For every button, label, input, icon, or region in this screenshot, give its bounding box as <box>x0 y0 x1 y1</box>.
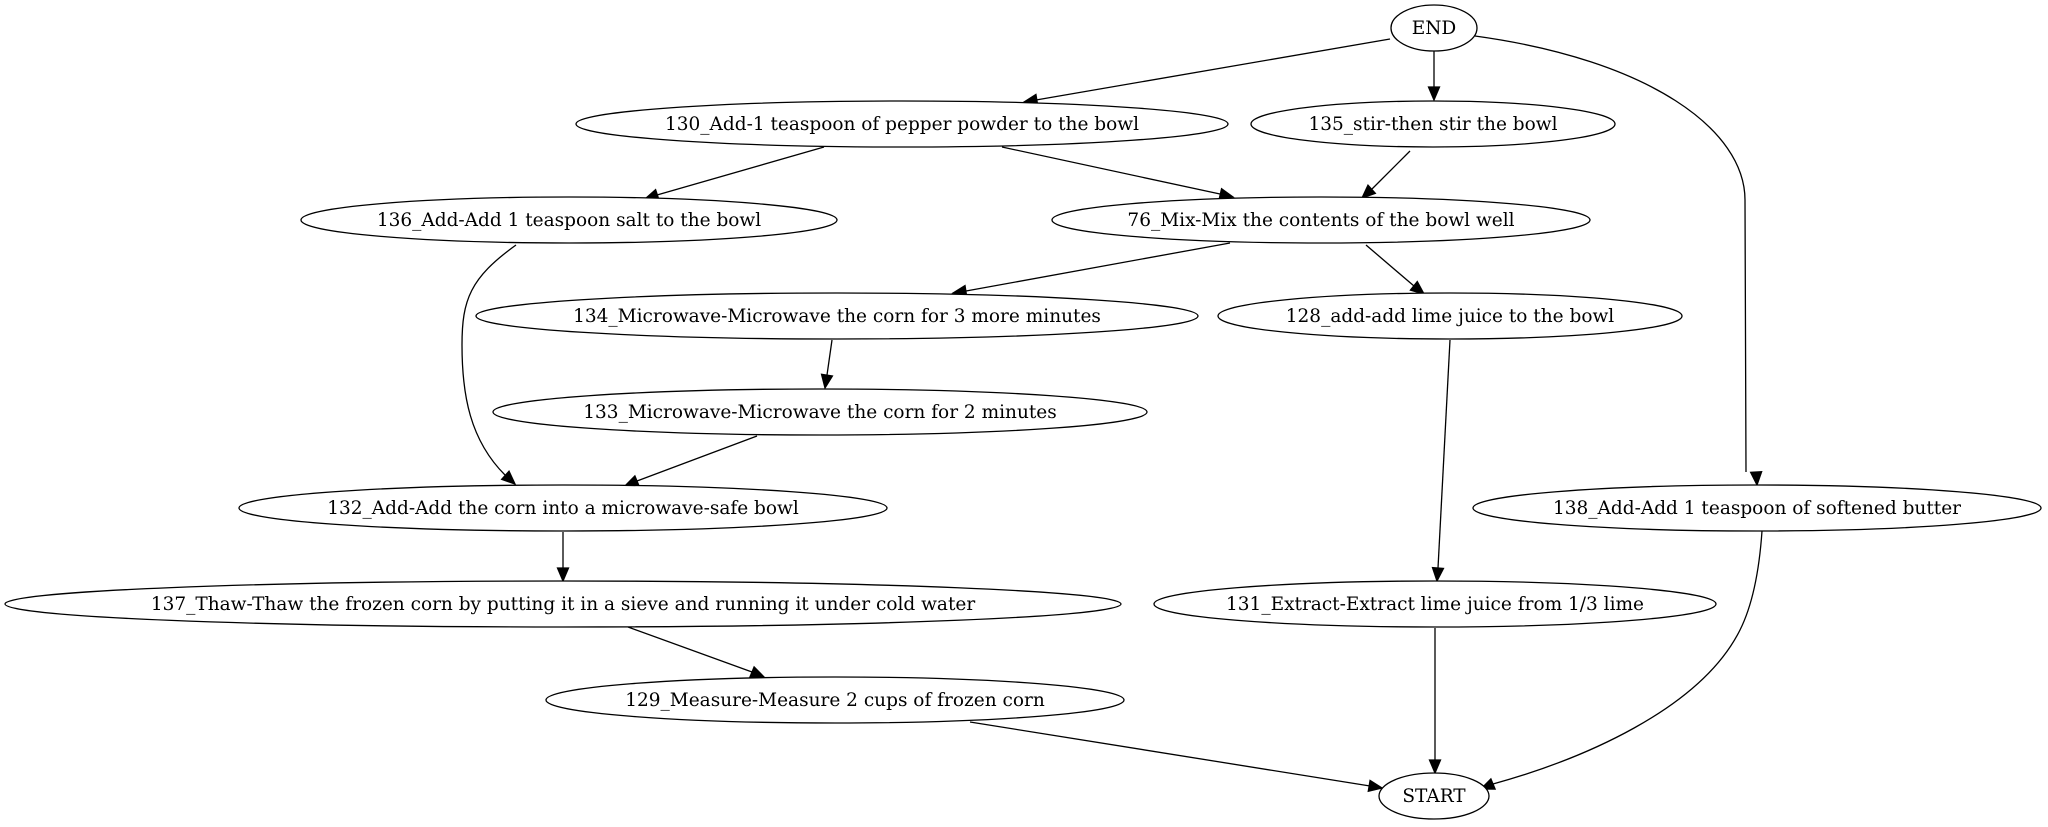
node-ellipse <box>1250 100 1616 148</box>
arrowhead <box>1428 759 1442 775</box>
node-ellipse <box>545 676 1125 724</box>
edge-n128-to-n131 <box>1431 339 1451 583</box>
arrowhead <box>500 470 517 486</box>
node-n137: 137_Thaw-Thaw the frozen corn by putting… <box>4 580 1122 628</box>
arrowhead <box>1431 566 1445 583</box>
arrowhead <box>623 474 641 487</box>
node-n134: 134_Microwave-Microwave the corn for 3 m… <box>475 292 1199 340</box>
node-n76: 76_Mix-Mix the contents of the bowl well <box>1051 196 1591 244</box>
node-label: 130_Add-1 teaspoon of pepper powder to t… <box>665 114 1139 135</box>
node-ellipse <box>1390 4 1478 52</box>
node-ellipse <box>300 196 838 244</box>
node-label: 138_Add-Add 1 teaspoon of softened butte… <box>1553 498 1961 519</box>
node-ellipse <box>238 484 888 532</box>
edge-line <box>1001 146 1221 195</box>
node-label: END <box>1412 18 1457 39</box>
edge-line <box>1492 530 1763 785</box>
edge-line <box>1474 35 1747 473</box>
arrowhead <box>1360 184 1377 200</box>
edge-line <box>969 721 1371 787</box>
node-n129: 129_Measure-Measure 2 cups of frozen cor… <box>545 676 1125 724</box>
edge-n136-to-n132 <box>461 244 517 486</box>
node-label: 76_Mix-Mix the contents of the bowl well <box>1127 210 1514 231</box>
node-ellipse <box>4 580 1122 628</box>
edge-line <box>965 242 1231 292</box>
node-ellipse <box>492 388 1148 436</box>
node-ellipse <box>475 292 1199 340</box>
node-n131: 131_Extract-Extract lime juice from 1/3 … <box>1153 580 1717 628</box>
edge-n138-to-START <box>1479 530 1763 790</box>
node-ellipse <box>1153 580 1717 628</box>
arrowhead <box>1367 779 1384 793</box>
edge-n76-to-n128 <box>1365 244 1426 296</box>
edge-END-to-n138 <box>1474 35 1763 487</box>
node-n135: 135_stir-then stir the bowl <box>1250 100 1616 148</box>
edge-n131-to-START <box>1428 628 1442 775</box>
node-label: START <box>1402 786 1466 807</box>
edge-n76-to-n134 <box>951 242 1231 298</box>
edge-line <box>1371 150 1411 190</box>
edge-n130-to-n136 <box>643 146 825 201</box>
edge-line <box>1035 38 1391 101</box>
node-n133: 133_Microwave-Microwave the corn for 2 m… <box>492 388 1148 436</box>
arrowhead <box>1409 280 1426 296</box>
arrowhead <box>1427 86 1441 102</box>
node-ellipse <box>575 100 1229 148</box>
node-label: 133_Microwave-Microwave the corn for 2 m… <box>583 402 1056 423</box>
edge-n129-to-START <box>969 721 1384 793</box>
arrowhead <box>1749 470 1763 487</box>
node-end: END <box>1390 4 1478 52</box>
nodes: END 130_Add-1 teaspoon of pepper powder t… <box>4 4 2042 820</box>
edge-n132-to-n137 <box>556 532 570 583</box>
node-n138: 138_Add-Add 1 teaspoon of softened butte… <box>1472 484 2042 532</box>
arrowhead <box>556 567 570 583</box>
node-label: 137_Thaw-Thaw the frozen corn by putting… <box>151 594 976 615</box>
node-n128: 128_add-add lime juice to the bowl <box>1217 292 1683 340</box>
edge-line <box>627 626 753 673</box>
node-label: 134_Microwave-Microwave the corn for 3 m… <box>573 306 1101 327</box>
edge-line <box>826 339 833 376</box>
node-label: 128_add-add lime juice to the bowl <box>1286 306 1615 327</box>
node-label: 136_Add-Add 1 teaspoon salt to the bowl <box>377 210 761 231</box>
edge-n130-to-n76 <box>1001 146 1235 201</box>
node-n132: 132_Add-Add the corn into a microwave-sa… <box>238 484 888 532</box>
node-start: START <box>1378 772 1490 820</box>
node-ellipse <box>1051 196 1591 244</box>
edge-END-to-n135 <box>1427 51 1441 102</box>
node-ellipse <box>1378 772 1490 820</box>
edge-line <box>1365 244 1415 287</box>
node-ellipse <box>1217 292 1683 340</box>
node-ellipse <box>1472 484 2042 532</box>
edge-n133-to-n132 <box>623 435 758 487</box>
edge-n134-to-n133 <box>820 339 834 390</box>
node-label: 132_Add-Add the corn into a microwave-sa… <box>327 498 799 519</box>
edge-line <box>461 244 517 476</box>
edge-line <box>636 435 758 482</box>
node-n130: 130_Add-1 teaspoon of pepper powder to t… <box>575 100 1229 148</box>
edge-line <box>656 146 825 196</box>
arrowhead <box>820 373 834 390</box>
arrowhead <box>748 665 766 678</box>
node-label: 129_Measure-Measure 2 cups of frozen cor… <box>625 690 1045 711</box>
node-n136: 136_Add-Add 1 teaspoon salt to the bowl <box>300 196 838 244</box>
node-label: 131_Extract-Extract lime juice from 1/3 … <box>1226 594 1644 615</box>
edge-n137-to-n129 <box>627 626 766 678</box>
node-label: 135_stir-then stir the bowl <box>1308 114 1557 135</box>
edge-END-to-n130 <box>1022 38 1391 107</box>
edge-n135-to-n76 <box>1360 150 1411 200</box>
edge-line <box>1437 339 1451 569</box>
